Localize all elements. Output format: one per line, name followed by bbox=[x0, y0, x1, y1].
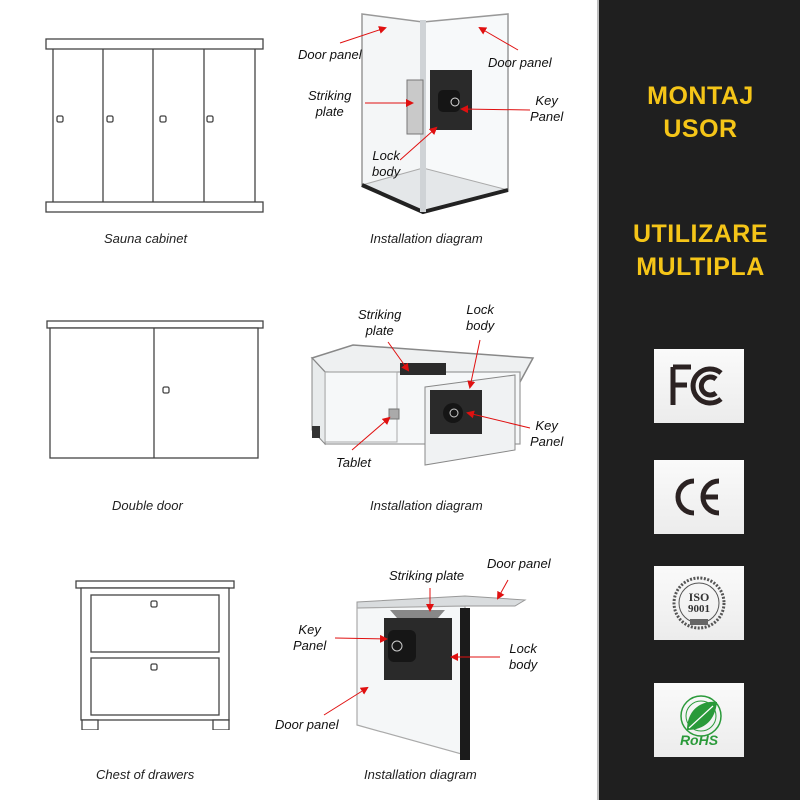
label-line: Lock bbox=[509, 641, 537, 656]
ce-badge bbox=[654, 460, 744, 534]
label-line: Panel bbox=[293, 638, 327, 653]
label-door-panel-right: Door panel bbox=[488, 55, 552, 70]
installation-diagram-1 bbox=[290, 0, 590, 230]
label-line: plate bbox=[315, 104, 344, 119]
label-line: Striking bbox=[308, 88, 352, 103]
installation-diagram-2 bbox=[290, 290, 590, 490]
caption-chest-of-drawers: Chest of drawers bbox=[96, 767, 195, 782]
caption-installation-diagram-3: Installation diagram bbox=[364, 767, 477, 782]
label-key-panel: Key Panel bbox=[530, 93, 563, 125]
svg-text:9001: 9001 bbox=[688, 603, 710, 615]
heading-line: MONTAJ bbox=[647, 82, 754, 110]
label-door-panel-top: Door panel bbox=[487, 556, 551, 571]
label-lock-body-3: Lock body bbox=[509, 641, 537, 673]
label-line: Key bbox=[535, 418, 558, 433]
ce-icon bbox=[675, 478, 720, 516]
caption-installation-diagram-2: Installation diagram bbox=[370, 498, 483, 513]
label-tablet: Tablet bbox=[336, 455, 371, 470]
sauna-cabinet-drawing bbox=[45, 38, 265, 216]
label-lock-body: Lock body bbox=[372, 148, 400, 180]
label-line: Panel bbox=[530, 434, 564, 449]
label-line: body bbox=[466, 318, 495, 333]
feature-sidebar: MONTAJ USOR UTILIZARE MULTIPLA ISO 9001 bbox=[597, 0, 800, 800]
heading-line: USOR bbox=[663, 115, 738, 143]
label-key-panel-3: Key Panel bbox=[293, 622, 326, 654]
fcc-badge bbox=[654, 349, 744, 423]
label-line: Key bbox=[535, 93, 558, 108]
label-striking-plate-3: Striking plate bbox=[389, 568, 465, 583]
heading-line: UTILIZARE bbox=[632, 220, 769, 248]
heading-line: MULTIPLA bbox=[636, 253, 765, 281]
svg-text:RoHS: RoHS bbox=[680, 732, 719, 748]
rohs-badge: RoHS bbox=[654, 683, 744, 757]
label-door-panel-left: Door panel bbox=[298, 47, 362, 62]
label-line: body bbox=[372, 164, 401, 179]
installation-diagram-3 bbox=[260, 550, 590, 770]
heading-utilizare-multipla: UTILIZARE MULTIPLA bbox=[599, 218, 800, 284]
label-line: Lock bbox=[372, 148, 400, 163]
caption-installation-diagram-1: Installation diagram bbox=[370, 231, 483, 246]
label-striking-plate-2: Striking plate bbox=[358, 307, 401, 339]
label-line: Panel bbox=[530, 109, 564, 124]
heading-montaj-usor: MONTAJ USOR bbox=[599, 80, 800, 146]
fcc-icon bbox=[670, 364, 723, 406]
label-line: body bbox=[509, 657, 538, 672]
label-line: plate bbox=[365, 323, 394, 338]
double-door-drawing bbox=[46, 320, 266, 460]
label-line: Striking bbox=[358, 307, 402, 322]
svg-text:ISO: ISO bbox=[689, 590, 710, 604]
rohs-icon: RoHS bbox=[680, 695, 722, 748]
label-lock-body-2: Lock body bbox=[466, 302, 494, 334]
chest-of-drawers-drawing bbox=[75, 580, 237, 730]
iso-badge: ISO 9001 bbox=[654, 566, 744, 640]
label-striking-plate: Striking plate bbox=[308, 88, 351, 120]
label-key-panel-2: Key Panel bbox=[530, 418, 563, 450]
label-door-panel-bottom: Door panel bbox=[275, 717, 339, 732]
iso-9001-icon: ISO 9001 bbox=[672, 576, 726, 630]
label-line: Key bbox=[298, 622, 321, 637]
caption-double-door: Double door bbox=[112, 498, 183, 513]
caption-sauna-cabinet: Sauna cabinet bbox=[104, 231, 188, 246]
label-line: Lock bbox=[466, 302, 494, 317]
